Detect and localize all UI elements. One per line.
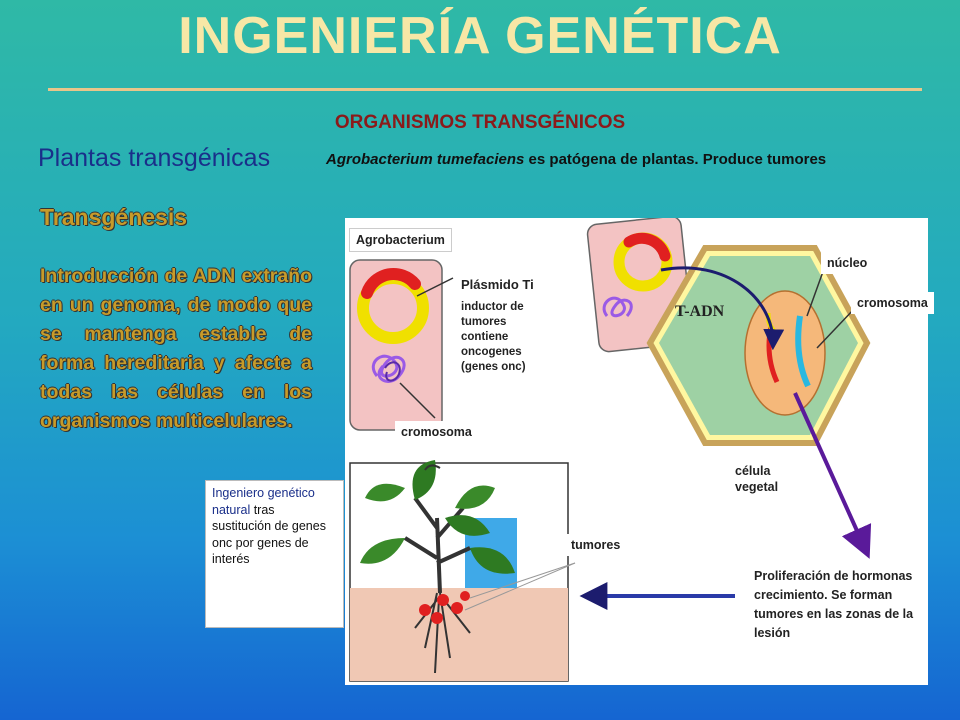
diagram-graphics: T-ADN (349, 215, 872, 682)
chromosome-left-label: cromosoma (395, 421, 478, 443)
slide-title: INGENIERÍA GENÉTICA (178, 7, 782, 65)
plant-illustration (349, 460, 576, 682)
plasmid-title-label: Plásmido Ti (455, 274, 567, 296)
proliferation-arrow (793, 392, 872, 559)
natural-engineer-note: Ingeniero genético natural tras sustituc… (205, 480, 344, 628)
plant-cell-label: célula vegetal (729, 460, 801, 498)
nucleus-label: núcleo (821, 252, 874, 274)
t-dna-label: T-ADN (675, 303, 725, 320)
transfer-arrow (660, 266, 785, 351)
transgenesis-definition: Introducción de ADN extraño en un genoma… (40, 265, 312, 432)
tagline-rest: es patógena de plantas. Produce tumores (524, 151, 827, 168)
bacterium-left (349, 259, 443, 431)
title-divider (48, 88, 922, 91)
section-title: Plantas transgénicas (38, 144, 271, 172)
slide-subtitle: ORGANISMOS TRANSGÉNICOS (334, 112, 626, 133)
agrobacterium-diagram: T-ADN (345, 215, 934, 685)
tagline: Agrobacterium tumefaciens es patógena de… (326, 151, 826, 168)
chromosome-right-label: cromosoma (851, 292, 934, 314)
species-name: Agrobacterium tumefaciens (326, 151, 525, 168)
proliferation-label: Proliferación de hormonas crecimiento. S… (748, 564, 920, 646)
transgenesis-heading: Transgénesis (40, 204, 188, 230)
note-rest: tras sustitución de genes onc por genes … (212, 502, 326, 567)
plasmid-description: inductor de tumores contiene oncogenes (… (455, 298, 553, 378)
note-highlight: Ingeniero genético natural (212, 486, 315, 517)
agrobacterium-label: Agrobacterium (349, 228, 452, 252)
tumors-label: tumores (565, 534, 627, 556)
